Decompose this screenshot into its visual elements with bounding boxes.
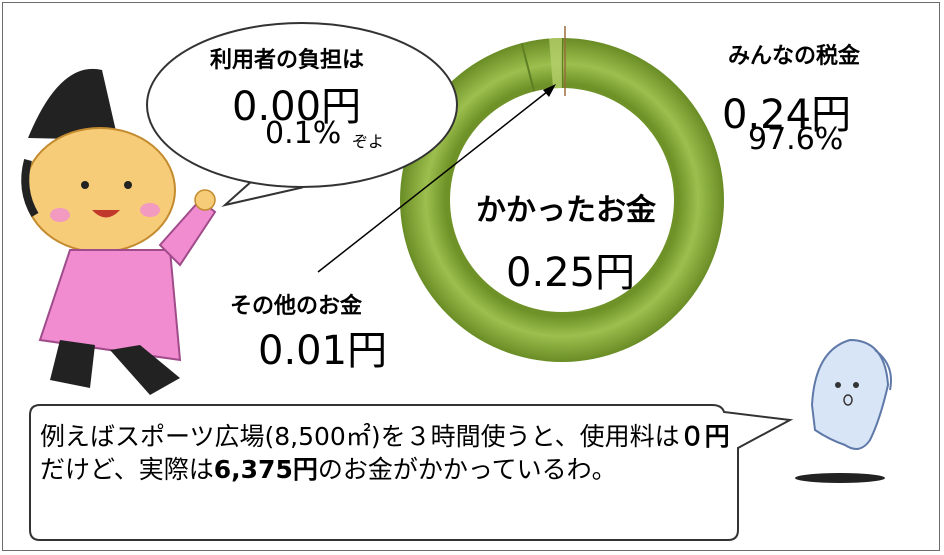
user-suffix: ぞよ xyxy=(352,132,385,151)
slice-other xyxy=(549,38,562,89)
bottom-text-1: 例えばスポーツ広場(8,500㎡)を３時間使うと、使用料は xyxy=(40,422,680,451)
user-title: 利用者の負担は xyxy=(210,48,365,73)
tax-title: みんなの税金 xyxy=(728,44,861,69)
bottom-text-3: だけど、実際は xyxy=(40,455,214,484)
center-value: 0.25円 xyxy=(506,250,636,296)
tax-value: 0.24円 xyxy=(722,92,852,138)
user-value: 0.00円 xyxy=(232,84,362,130)
ghost-character-icon xyxy=(795,338,892,483)
other-value: 0.01円 xyxy=(258,328,388,374)
donut-chart xyxy=(400,26,724,362)
other-title: その他のお金 xyxy=(230,294,363,319)
bottom-text-2: ０円 xyxy=(679,422,730,451)
center-title: かかったお金 xyxy=(476,193,656,228)
bottom-text-5: のお金がかかっているわ。 xyxy=(317,455,617,484)
speech-bubble-top xyxy=(146,22,458,188)
tax-percent: 97.6% xyxy=(748,122,844,157)
user-percent: 0.1% xyxy=(265,116,342,151)
pointer-arrowhead xyxy=(543,84,556,97)
bottom-text-4: 6,375円 xyxy=(213,455,318,484)
pointer-line xyxy=(317,87,553,273)
donut-ring xyxy=(400,38,724,362)
slice-boundary-1 xyxy=(520,42,536,92)
character-boy-icon xyxy=(21,68,217,395)
bottom-message: 例えばスポーツ広場(8,500㎡)を３時間使うと、使用料は０円だけど、実際は6,… xyxy=(40,420,740,486)
speech-box-bottom xyxy=(29,404,794,541)
